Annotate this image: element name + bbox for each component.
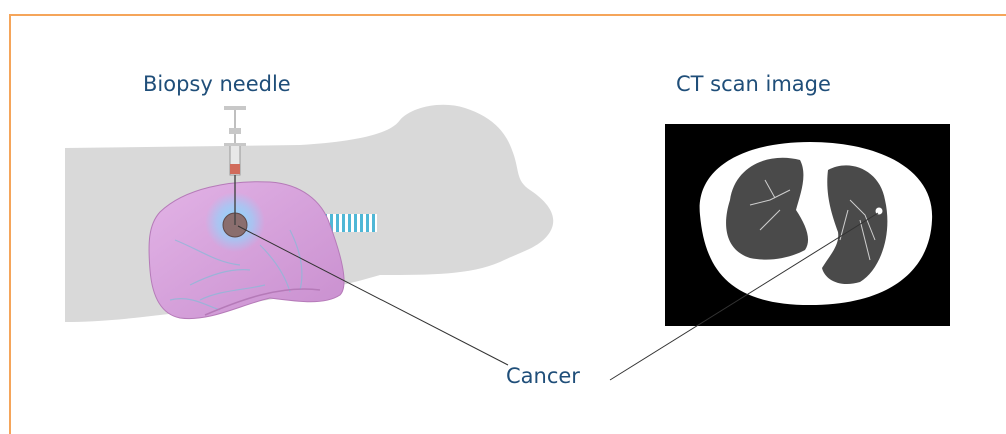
biopsy-needle-label: Biopsy needle [143, 72, 291, 96]
ct-scan-label: CT scan image [676, 72, 831, 96]
ct-scan-image [665, 124, 950, 326]
cancer-label: Cancer [506, 364, 580, 388]
